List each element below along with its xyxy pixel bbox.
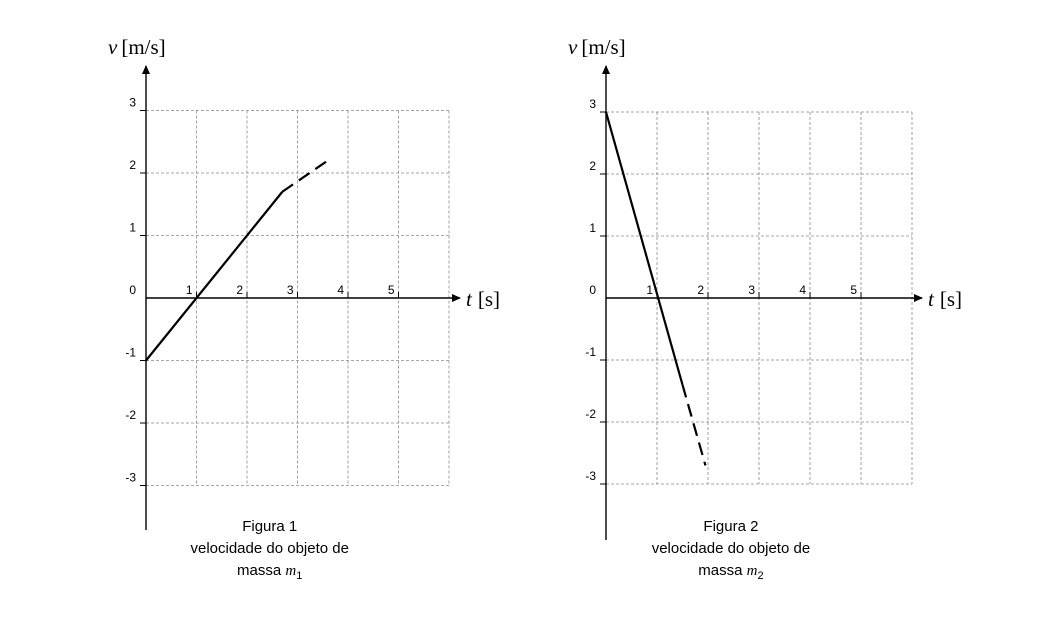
y-tick-label: -3 — [125, 471, 136, 485]
x-tick-label: 5 — [850, 283, 857, 297]
y-tick-label: 3 — [129, 96, 136, 110]
x-tick-label: 1 — [186, 283, 193, 297]
y-axis-label: v[m/s] — [568, 35, 626, 59]
y-tick-label: 1 — [129, 221, 136, 235]
x-tick-label: 3 — [748, 283, 755, 297]
x-axis-label: t[s] — [466, 287, 500, 311]
y-tick-label: 1 — [589, 221, 596, 235]
y-axis-label: v[m/s] — [108, 35, 166, 59]
x-tick-label: 4 — [799, 283, 806, 297]
y-tick-label: 0 — [129, 283, 136, 297]
x-tick-label: 3 — [287, 283, 294, 297]
x-axis-label: t[s] — [928, 287, 962, 311]
y-tick-label: -2 — [125, 408, 136, 422]
y-tick-label: 2 — [129, 158, 136, 172]
velocity-line-dashed — [281, 159, 329, 193]
x-tick-label: 2 — [236, 283, 243, 297]
x-tick-label: 5 — [388, 283, 395, 297]
velocity-line-solid — [145, 191, 284, 362]
y-tick-label: 2 — [589, 159, 596, 173]
x-tick-label: 1 — [646, 283, 653, 297]
y-tick-label: -3 — [585, 469, 596, 483]
velocity-line-solid — [604, 111, 684, 386]
x-tick-label: 2 — [697, 283, 704, 297]
velocity-line-dashed — [681, 384, 707, 466]
y-tick-label: -2 — [585, 407, 596, 421]
y-tick-label: -1 — [125, 346, 136, 360]
y-tick-label: 3 — [589, 97, 596, 111]
y-tick-label: 0 — [589, 283, 596, 297]
y-tick-label: -1 — [585, 345, 596, 359]
x-tick-label: 4 — [337, 283, 344, 297]
